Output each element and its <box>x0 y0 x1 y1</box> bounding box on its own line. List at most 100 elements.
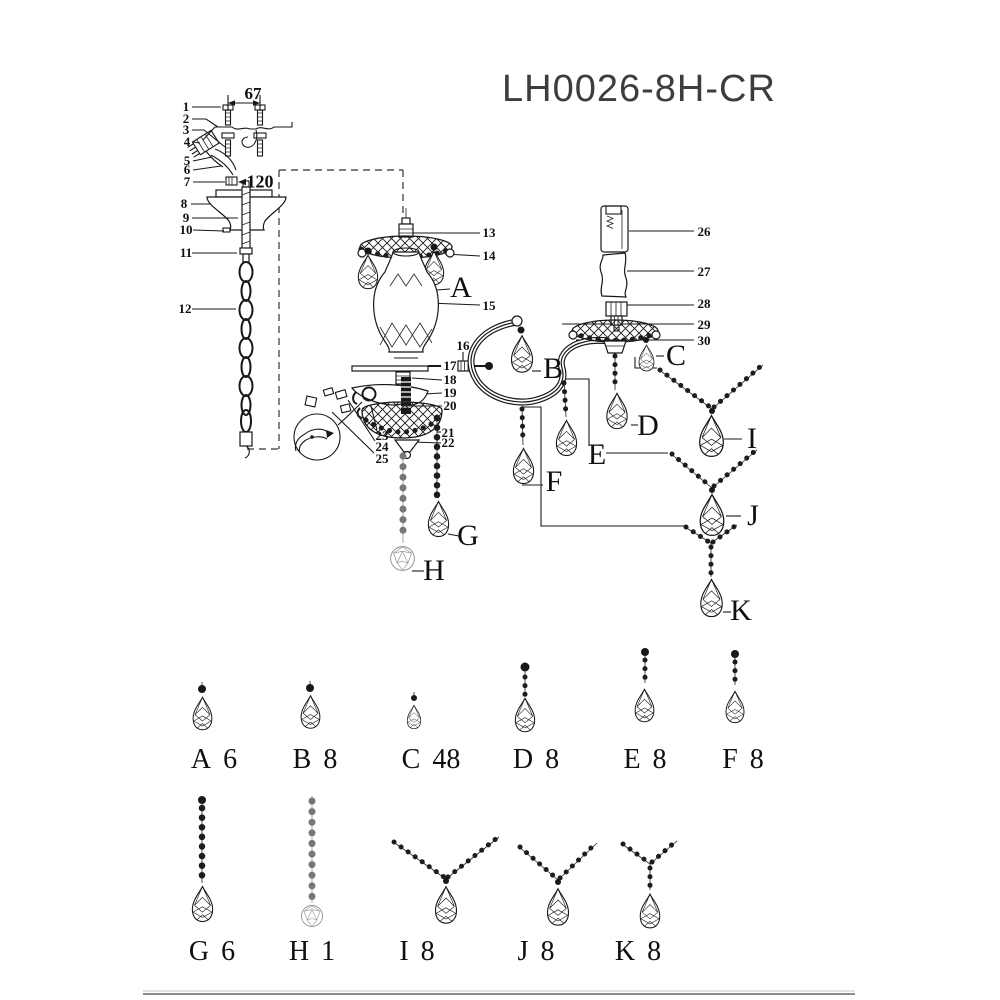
legend-qty: 8 <box>749 744 764 775</box>
crystal-drop-B <box>510 326 534 373</box>
dimension-67: 67 <box>244 84 262 103</box>
bowl-finial <box>393 439 421 460</box>
legend-letter: H <box>288 936 310 967</box>
legend-letter: J <box>517 936 529 967</box>
scroll-arm-assembly <box>428 315 610 485</box>
legend-crystal-H <box>301 796 323 927</box>
legend-crystal-E <box>634 648 655 723</box>
garland-K <box>683 523 738 618</box>
crystal-bowl <box>361 401 443 439</box>
part-label-13: 13 <box>482 225 496 240</box>
legend-crystal-J <box>517 841 598 926</box>
crystal-drop-C <box>638 337 655 372</box>
part-label-10: 10 <box>179 222 193 237</box>
mounting-screw-left <box>222 104 234 126</box>
legend-crystal-G <box>191 796 214 923</box>
part-label-7: 7 <box>183 174 191 189</box>
legend-qty: 8 <box>540 936 555 967</box>
top-finial <box>398 217 414 238</box>
page-title: LH0026-8H-CR <box>502 68 776 110</box>
callout-H: H <box>423 554 445 587</box>
part-label-27: 27 <box>697 264 711 279</box>
callout-C: C <box>665 339 687 372</box>
part-label-3: 3 <box>182 122 190 137</box>
legend-letter: C <box>401 744 421 775</box>
part-label-12: 12 <box>178 301 192 316</box>
legend-qty: 8 <box>323 744 338 775</box>
part-label-9: 9 <box>182 210 190 225</box>
lock-washers-and-screws <box>221 132 267 157</box>
part-label-8: 8 <box>180 196 188 211</box>
part-label-26: 26 <box>697 224 711 239</box>
mounting-bracket-assembly <box>202 95 293 157</box>
legend-crystal-K <box>620 839 678 929</box>
part-label-29: 29 <box>697 317 711 332</box>
crystal-drop-A-left <box>357 247 379 290</box>
wire-connector <box>225 176 238 186</box>
legend-qty: 8 <box>420 936 435 967</box>
dashed-reference-box <box>247 169 404 450</box>
chain-connector <box>239 247 253 263</box>
part-label-21: 21 <box>441 425 455 440</box>
candle-sleeve <box>599 252 628 298</box>
glass-column-vase <box>373 247 439 359</box>
legend-crystal-D <box>514 662 536 733</box>
lower-bobeche <box>568 319 661 343</box>
part-label-6: 6 <box>183 162 191 177</box>
part-label-25: 25 <box>375 451 389 466</box>
canopy-stem <box>241 186 251 250</box>
part-label-5: 5 <box>183 153 191 168</box>
socket-assembly <box>568 205 661 430</box>
part-label-18: 18 <box>443 372 457 387</box>
crystal-drop-A-right <box>423 243 445 286</box>
callout-D: D <box>637 409 659 442</box>
mounting-screw-right <box>254 104 266 126</box>
legend-qty: 48 <box>432 744 461 775</box>
callout-B: B <box>542 352 564 385</box>
wiring-and-plug <box>187 129 246 186</box>
legend-crystal-B <box>300 681 321 729</box>
footer-divider <box>143 990 855 995</box>
legend-crystal-C <box>406 692 422 730</box>
bobeche-cup <box>603 340 627 354</box>
legend-letter: F <box>722 744 738 775</box>
bead-chain-F <box>512 405 535 485</box>
legend-qty: 8 <box>545 744 560 775</box>
small-hardware-parts <box>304 386 377 419</box>
callout-F: F <box>545 465 563 498</box>
legend-letter: A <box>190 744 212 775</box>
callout-G: G <box>457 519 479 552</box>
callout-I: I <box>747 422 757 455</box>
part-label-20: 20 <box>443 398 457 413</box>
bead-chain-E <box>555 379 578 457</box>
legend-item-C: C 48 <box>402 744 461 776</box>
canopy-size-arrow <box>238 178 246 186</box>
threaded-rod <box>401 377 411 414</box>
legend-letter: D <box>512 744 534 775</box>
legend-letter: E <box>623 744 641 775</box>
legend-qty: 8 <box>647 936 662 967</box>
legend-crystal-A <box>192 682 213 731</box>
leader-lines-left <box>191 106 238 310</box>
garland-I <box>657 363 764 458</box>
legend-letter: G <box>188 936 210 967</box>
part-label-22: 22 <box>441 435 455 450</box>
part-label-19: 19 <box>443 385 457 400</box>
legend-qty: 1 <box>321 936 336 967</box>
legend-crystal-I <box>391 835 500 924</box>
callout-E: E <box>587 438 607 471</box>
legend-qty: 8 <box>652 744 667 775</box>
legend-qty: 6 <box>221 936 236 967</box>
part-label-1: 1 <box>182 99 190 114</box>
bead-chain-G <box>427 414 450 538</box>
